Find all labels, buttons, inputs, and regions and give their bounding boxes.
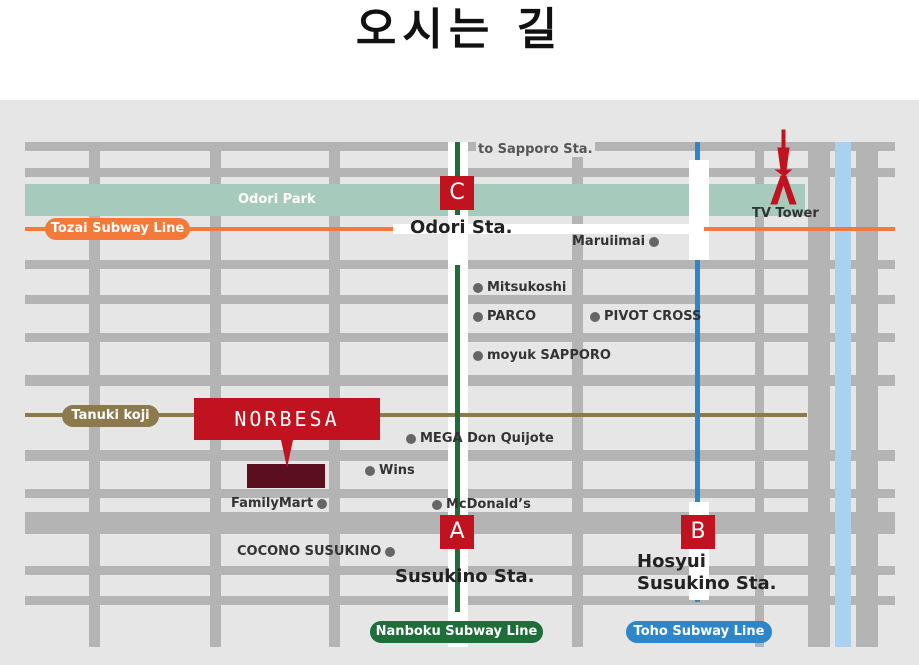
location-dot-icon bbox=[473, 282, 483, 293]
exit-c-marker: C bbox=[440, 176, 474, 210]
norbesa-logo: NORBESA bbox=[234, 407, 340, 431]
location-dot-icon bbox=[473, 311, 483, 322]
poi-parco: PARCO bbox=[473, 309, 536, 324]
tv-tower-label: TV Tower bbox=[752, 206, 819, 221]
access-map: to Sapporo Sta. Odori Park TV Tower Toza… bbox=[0, 100, 919, 665]
susukino-station-label: Susukino Sta. bbox=[395, 566, 535, 587]
tozai-line-underground bbox=[393, 226, 693, 232]
poi-cocono-susukino: COCONO SUSUKINO bbox=[237, 544, 396, 559]
poi-familymart-label: FamilyMart bbox=[231, 496, 314, 511]
street bbox=[89, 142, 100, 647]
location-dot-icon bbox=[385, 546, 396, 557]
location-dot-icon bbox=[406, 433, 416, 444]
poi-moyuk: moyuk SAPPORO bbox=[473, 348, 611, 363]
norbesa-sign: NORBESA bbox=[194, 398, 380, 440]
odori-station-label: Odori Sta. bbox=[410, 217, 513, 238]
poi-cocono-label: COCONO SUSUKINO bbox=[237, 544, 382, 559]
location-dot-icon bbox=[590, 311, 600, 322]
location-dot-icon bbox=[317, 498, 328, 509]
street bbox=[329, 142, 340, 647]
tanuki-koji-badge: Tanuki koji bbox=[62, 405, 159, 427]
street bbox=[210, 142, 221, 647]
map-streets bbox=[25, 129, 895, 647]
poi-moyuk-label: moyuk SAPPORO bbox=[487, 348, 611, 363]
odori-park bbox=[25, 184, 805, 216]
toho-station-gap bbox=[691, 160, 704, 260]
poi-wins: Wins bbox=[365, 463, 415, 478]
tozai-line-badge: Tozai Subway Line bbox=[45, 218, 190, 240]
poi-maruiimai-label: Maruiimai bbox=[572, 234, 646, 249]
exit-a-marker: A bbox=[440, 515, 474, 549]
odori-park-label: Odori Park bbox=[238, 192, 316, 207]
norbesa-pointer bbox=[281, 440, 293, 468]
nanboku-station-gap bbox=[451, 215, 464, 265]
tanuki-koji-street bbox=[25, 413, 807, 417]
street bbox=[572, 142, 583, 647]
hosyui-station-label-line1: Hosyui bbox=[637, 551, 706, 572]
poi-mcdonalds: McDonald’s bbox=[432, 497, 531, 512]
hosyui-station-label-line2: Susukino Sta. bbox=[637, 573, 777, 594]
poi-familymart: FamilyMart bbox=[231, 496, 328, 511]
poi-maruiimai: Maruiimai bbox=[572, 234, 660, 249]
poi-wins-label: Wins bbox=[379, 463, 415, 478]
toho-line-badge: Toho Subway Line bbox=[626, 621, 772, 643]
norbesa-building bbox=[247, 464, 325, 488]
location-dot-icon bbox=[432, 499, 442, 510]
poi-mega-label: MEGA Don Quijote bbox=[420, 431, 554, 446]
poi-pivot-cross-label: PIVOT CROSS bbox=[604, 309, 702, 324]
page-title: 오시는 길 bbox=[355, 4, 564, 55]
exit-b-marker: B bbox=[681, 515, 715, 549]
street bbox=[856, 142, 878, 647]
location-dot-icon bbox=[649, 236, 660, 247]
poi-pivot-cross: PIVOT CROSS bbox=[590, 309, 701, 324]
location-dot-icon bbox=[365, 465, 375, 476]
tv-tower-icon bbox=[770, 129, 797, 205]
poi-mcdonalds-label: McDonald’s bbox=[446, 497, 531, 512]
nanboku-line-badge: Nanboku Subway Line bbox=[370, 621, 543, 643]
toho-line bbox=[695, 142, 700, 602]
poi-mitsukoshi: Mitsukoshi bbox=[473, 280, 566, 295]
to-sapporo-label: to Sapporo Sta. bbox=[476, 142, 595, 157]
location-dot-icon bbox=[473, 350, 483, 361]
poi-mitsukoshi-label: Mitsukoshi bbox=[487, 280, 567, 295]
nanboku-line bbox=[455, 142, 460, 612]
river bbox=[835, 142, 851, 647]
street bbox=[808, 142, 830, 647]
poi-parco-label: PARCO bbox=[487, 309, 536, 324]
street bbox=[755, 142, 764, 647]
poi-mega-don-quijote: MEGA Don Quijote bbox=[406, 431, 554, 446]
